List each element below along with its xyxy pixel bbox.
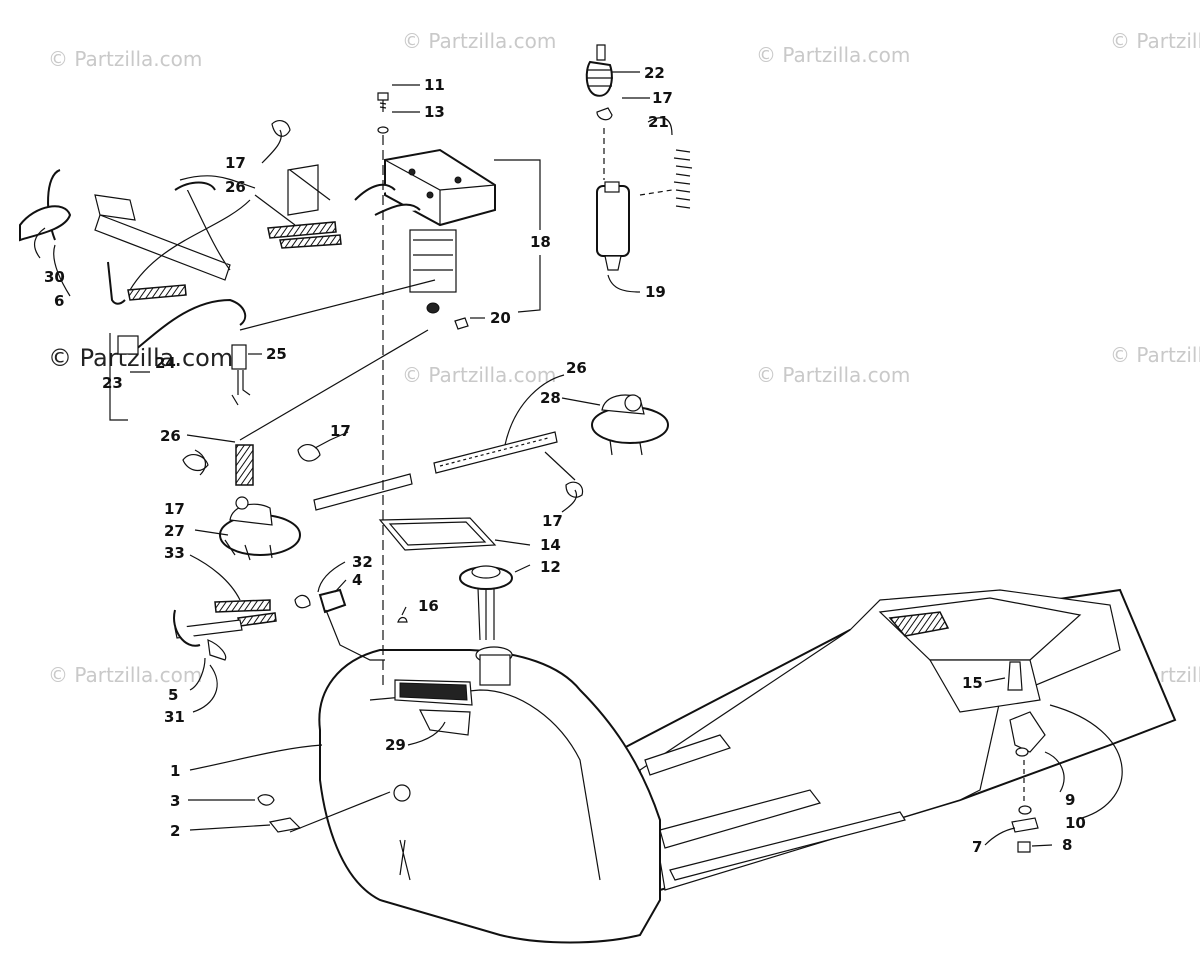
callout-32: 32: [352, 553, 373, 571]
callout-9: 9: [1065, 791, 1075, 809]
callout-13: 13: [424, 103, 445, 121]
fuel-pump-housing: [354, 148, 496, 314]
callout-2: 2: [170, 822, 180, 840]
callout-29: 29: [385, 736, 406, 754]
callout-5: 5: [168, 686, 178, 704]
callout-11: 11: [424, 76, 445, 94]
wiring-harness: [109, 298, 251, 421]
callout-8: 8: [1062, 836, 1072, 854]
callout-16: 16: [418, 597, 439, 615]
fuel-tank-body: [318, 588, 1177, 944]
inline-fuel-pump: [585, 44, 693, 271]
callout-3: 3: [170, 792, 180, 810]
watermark: © Partzilla.com: [756, 43, 910, 67]
callout-labels: 11 13 22 17 21 18 20 19 17 26 30 6 24 25…: [44, 64, 1086, 856]
callout-20: 20: [490, 309, 511, 327]
callout-26: 26: [225, 178, 246, 196]
callout-7: 7: [972, 838, 982, 856]
callout-17: 17: [225, 154, 246, 172]
callout-33: 33: [164, 544, 185, 562]
callout-18: 18: [530, 233, 551, 251]
upper-fuel-lines: [19, 120, 342, 305]
callout-10: 10: [1065, 814, 1086, 832]
callout-22: 22: [644, 64, 665, 82]
watermark: © Partzilla.com: [756, 363, 910, 387]
watermark: © Partzilla.com: [48, 663, 202, 687]
callout-21: 21: [648, 113, 669, 131]
lower-fuel-lines: [173, 394, 669, 661]
filler-cap-assembly: [378, 517, 513, 686]
callout-30: 30: [44, 268, 65, 286]
callout-17: 17: [330, 422, 351, 440]
callout-14: 14: [540, 536, 561, 554]
callout-31: 31: [164, 708, 185, 726]
callout-23: 23: [102, 374, 123, 392]
callout-26: 26: [160, 427, 181, 445]
callout-17: 17: [652, 89, 673, 107]
callout-4: 4: [352, 571, 362, 589]
callout-25: 25: [266, 345, 287, 363]
watermark: © Partzilla.com: [402, 29, 556, 53]
callout-12: 12: [540, 558, 561, 576]
watermark: © Partzilla.com: [48, 344, 233, 372]
callout-27: 27: [164, 522, 185, 540]
callout-1: 1: [170, 762, 180, 780]
watermark: © Partzilla.com: [402, 363, 556, 387]
callout-15: 15: [962, 674, 983, 692]
watermark: © Partzilla.com: [1110, 29, 1200, 53]
callout-26: 26: [566, 359, 587, 377]
leader-lines: [33, 71, 1123, 847]
callout-24: 24: [155, 354, 176, 372]
watermark: © Partzilla.com: [1110, 343, 1200, 367]
watermark: © Partzilla.com: [48, 47, 202, 71]
callout-6: 6: [54, 292, 64, 310]
callout-17: 17: [542, 512, 563, 530]
callout-17: 17: [164, 500, 185, 518]
callout-19: 19: [645, 283, 666, 301]
hardware: [257, 92, 1046, 853]
callout-28: 28: [540, 389, 561, 407]
